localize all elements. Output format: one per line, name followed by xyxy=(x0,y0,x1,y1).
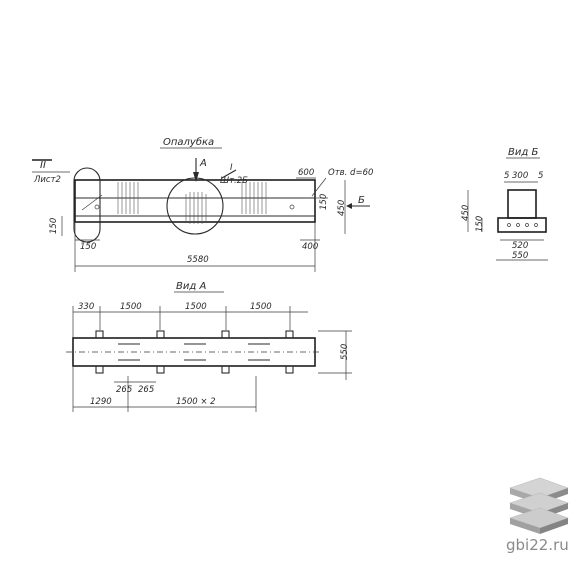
watermark-site-text: gbi22.ru xyxy=(506,536,569,554)
dim-150-left: 150 xyxy=(49,218,59,234)
insert-bottom-2 xyxy=(156,365,165,374)
insert-bottom-4 xyxy=(285,365,294,374)
view-b-bar-4 xyxy=(534,223,538,227)
view-b-flange xyxy=(497,217,547,233)
section-roman-label: II xyxy=(40,160,46,171)
view-b-dim-5-right: 5 xyxy=(538,171,543,181)
view-b-bar-3 xyxy=(525,223,529,227)
view-b-dim-150: 150 xyxy=(475,216,485,232)
view-b-dim-450: 450 xyxy=(461,205,471,221)
opening-leader xyxy=(311,177,327,197)
sht2b-label: Шт.2Б xyxy=(220,176,248,186)
formwork-hatching xyxy=(117,182,267,224)
view-a-dim-1500-3: 1500 xyxy=(250,302,272,312)
view-a-dim-1500-2: 1500 xyxy=(185,302,207,312)
view-b-dim-5-left: 5 xyxy=(504,171,509,181)
view-a-title: Вид А xyxy=(176,281,206,292)
beam-outline xyxy=(74,179,316,223)
center-detail-circle xyxy=(166,177,224,235)
view-b-bar-2 xyxy=(516,223,520,227)
view-a-arrow-label: А xyxy=(199,158,207,169)
dim-5580: 5580 xyxy=(187,255,209,265)
anchor-hole-left xyxy=(94,204,100,210)
view-b-title: Вид Б xyxy=(508,147,538,158)
dim-600: 600 xyxy=(298,168,314,178)
view-a-dim-1500x2: 1500 × 2 xyxy=(176,397,216,407)
view-b-dim-300: 300 xyxy=(512,171,528,181)
insert-top-2 xyxy=(156,330,165,339)
anchor-hole-right xyxy=(289,204,295,210)
view-b-dim-520: 520 xyxy=(512,241,528,251)
view-a-arrowhead xyxy=(193,172,199,182)
section-i-leader xyxy=(221,169,237,179)
view-b-dim-550: 550 xyxy=(512,251,528,261)
logo-icon xyxy=(509,477,569,534)
view-a-dim-1290: 1290 xyxy=(90,397,112,407)
detail-callout-left xyxy=(73,167,101,243)
insert-top-3 xyxy=(221,330,230,339)
dim-150-bottom-left: 150 xyxy=(80,242,96,252)
sheet-reference-label: Лист2 xyxy=(33,175,61,185)
dim-450: 450 xyxy=(337,200,347,216)
view-b-bar-1 xyxy=(507,223,511,227)
view-a-dim-265-2: 265 xyxy=(138,385,154,395)
insert-bottom-3 xyxy=(221,365,230,374)
view-a-dim-330: 330 xyxy=(78,302,94,312)
formwork-title: Опалубка xyxy=(163,136,214,148)
callout-diagonal xyxy=(81,194,103,211)
view-b-web xyxy=(507,189,537,219)
view-a-dim-265-1: 265 xyxy=(116,385,132,395)
view-a-dim-550: 550 xyxy=(340,344,350,360)
dim-400: 400 xyxy=(302,242,318,252)
insert-top-4 xyxy=(285,330,294,339)
view-b-arrowhead xyxy=(346,203,352,209)
formwork-view: Опалубка II Лист2 xyxy=(32,136,373,272)
insert-bottom-1 xyxy=(95,365,104,374)
opening-label: Отв. d=60 xyxy=(328,168,373,178)
dim-150-right: 150 xyxy=(319,194,329,210)
section-i-label: I xyxy=(230,163,233,173)
insert-top-1 xyxy=(95,330,104,339)
view-a-dim-1500-1: 1500 xyxy=(120,302,142,312)
view-b: Вид Б 5 300 5 450 150 520 550 xyxy=(461,147,548,261)
view-b-arrow-label: Б xyxy=(358,195,365,206)
view-a: Вид А 330 1500 1500 1500 xyxy=(66,281,352,412)
